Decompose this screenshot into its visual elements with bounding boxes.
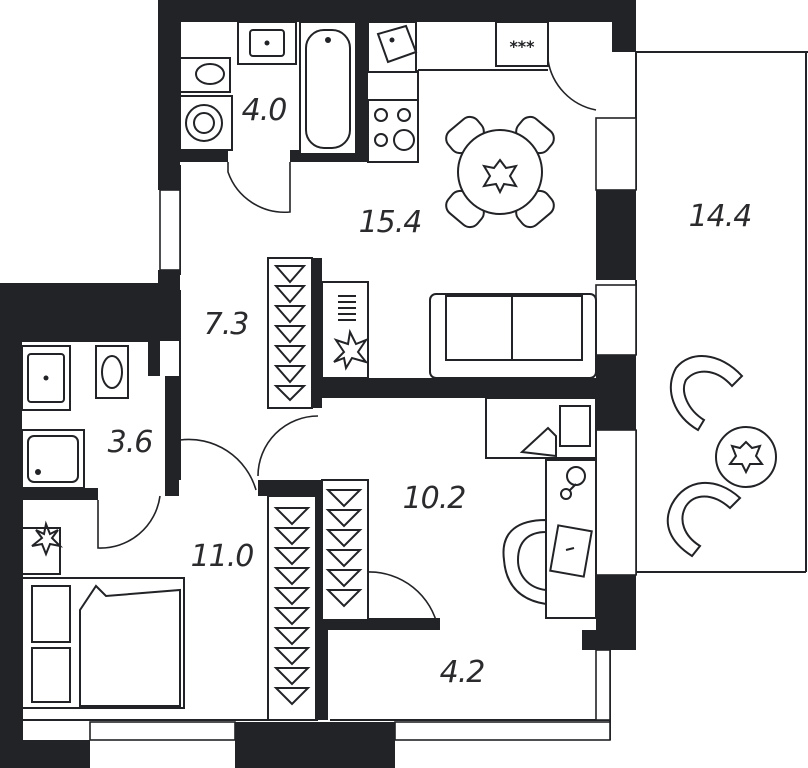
bathroom-top-fixtures (179, 21, 357, 155)
door-study (257, 415, 319, 477)
dining-table (445, 115, 555, 229)
kitchen-fixtures: *** (367, 21, 597, 379)
wardrobe-hangers-2 (273, 507, 311, 706)
stove-hood-mark: *** (509, 37, 535, 56)
balcony-table (715, 426, 777, 488)
window-kitchen-1 (595, 117, 637, 191)
window-entry-side (595, 649, 611, 721)
door-bathroom-left (97, 495, 161, 549)
area-kitchen-living: 15.4 (359, 205, 422, 240)
area-study: 10.2 (403, 481, 466, 516)
bedroom-furniture (21, 495, 317, 721)
plant-icon (333, 328, 369, 371)
area-bathroom-top: 4.0 (242, 93, 287, 128)
window-kitchen-2 (595, 284, 637, 356)
area-bedroom: 11.0 (191, 539, 254, 574)
area-bathroom-left: 3.6 (108, 425, 153, 460)
doors (97, 52, 597, 629)
door-balcony (547, 52, 597, 111)
door-entry (367, 571, 439, 629)
window-entry (394, 721, 611, 741)
hood (495, 21, 549, 67)
kitchen-sink (376, 24, 418, 64)
walls (0, 0, 636, 768)
window-bedroom (89, 721, 236, 741)
balcony-chair-1 (670, 355, 744, 432)
sofa (429, 293, 597, 379)
window-hall-left (159, 189, 181, 271)
study-furniture (321, 397, 597, 621)
balcony-chair-2 (666, 482, 742, 558)
desk-lamp-icon (566, 466, 586, 486)
laptop-icon (549, 524, 593, 578)
wardrobe-hangers-3 (325, 489, 363, 608)
plant-icon-2 (31, 520, 64, 557)
hall-wardrobe (267, 257, 369, 409)
room-labels: 4.0 15.4 14.4 7.3 3.6 11.0 10.2 4.2 (108, 93, 753, 690)
bathroom-left-fixtures (21, 345, 129, 489)
door-bathroom-top (227, 162, 291, 214)
door-bedroom (179, 438, 257, 491)
windows (89, 117, 637, 741)
balcony-furniture (666, 355, 777, 558)
area-hallway: 7.3 (204, 307, 249, 342)
area-balcony: 14.4 (689, 199, 752, 234)
wardrobe-hangers-1 (273, 265, 307, 402)
area-entry: 4.2 (440, 655, 485, 690)
stove (367, 99, 419, 163)
desk-chair (502, 518, 547, 606)
window-study (595, 429, 637, 576)
